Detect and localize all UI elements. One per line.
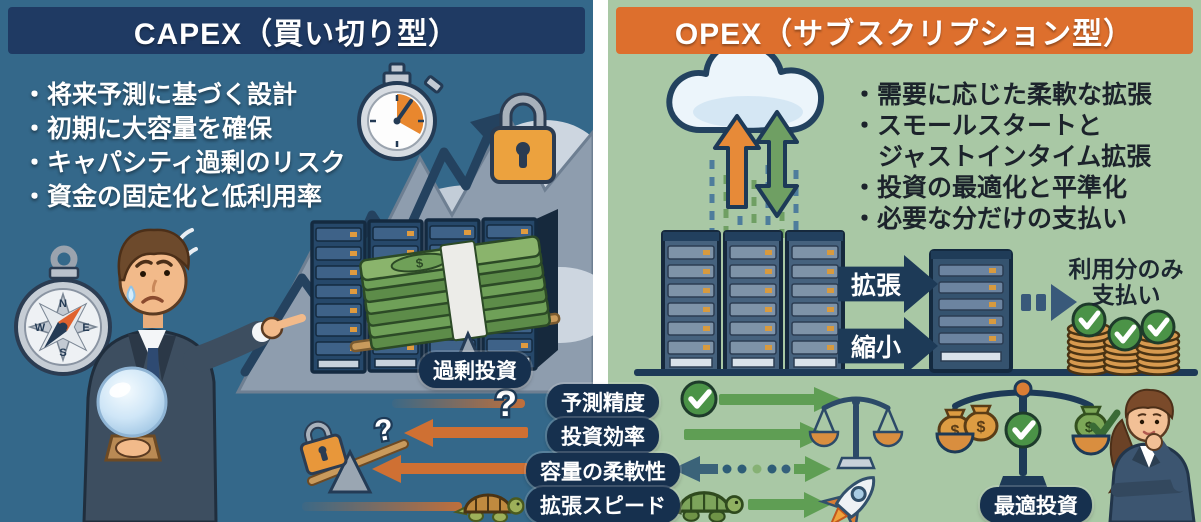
compass-n-label: N [59, 298, 67, 310]
compass-icon: N W S E [14, 245, 112, 376]
capex-illustration: $ N W S E [14, 62, 593, 522]
bullet-item-continuation: ジャストインタイム拡張 [878, 143, 1152, 171]
cloud-icon [666, 40, 825, 133]
opex-illustration [634, 40, 1198, 376]
compass-w-label: W [35, 322, 46, 334]
pay-per-use-label: 利用分のみ 支払い [1068, 256, 1184, 309]
dashed-arrow-icon [1021, 284, 1077, 321]
bullet-item: ・需要に応じた柔軟な拡張 [852, 81, 1153, 109]
up-arrow-icon [713, 114, 761, 209]
comparison-row-capacity-flexibility: 容量の柔軟性 [526, 453, 680, 489]
compass-s-label: S [59, 347, 66, 359]
dollar-sign: $ [415, 255, 425, 271]
comparison-row-investment-efficiency: 投資効率 [547, 418, 659, 454]
opex-panel: OPEX（サブスクリプション型） ・需要に応じた柔軟な拡張 ・スモールスタートと… [608, 0, 1201, 522]
server-icon [929, 249, 1013, 373]
capex-panel: CAPEX（買い切り型） ・将来予測に基づく設計 ・初期に大容量を確保 ・キャパ… [0, 0, 593, 522]
cash-stack-icon: $ [349, 235, 561, 384]
over-investment-badge: 過剰投資 [419, 352, 531, 388]
crystal-ball-icon [96, 366, 168, 462]
bullet-item: ・資金の固定化と低利用率 [22, 183, 323, 211]
comparison-row-expansion-speed: 拡張スピード [526, 487, 680, 522]
bullet-item: ・初期に大容量を確保 [22, 115, 273, 143]
bullet-item: ・将来予測に基づく設計 [22, 81, 298, 109]
server-racks-icon [661, 230, 845, 374]
lock-icon [490, 92, 556, 184]
bullet-item: ・投資の最適化と平準化 [852, 174, 1128, 202]
bullet-item: ・必要な分だけの支払い [852, 205, 1128, 233]
server-racks-icon [310, 209, 558, 374]
bullet-item: ・スモールスタートと [852, 112, 1103, 140]
optimal-investment-badge: 最適投資 [980, 487, 1092, 522]
capex-header: CAPEX（買い切り型） [8, 7, 585, 54]
compass-e-label: E [82, 322, 89, 334]
up-down-arrow-icon [755, 110, 799, 218]
opex-header: OPEX（サブスクリプション型） [616, 7, 1193, 54]
capex-bullet-list: ・将来予測に基づく設計 ・初期に大容量を確保 ・キャパシティ過剰のリスク ・資金… [22, 78, 346, 214]
coin-stacks-check-icon [1066, 304, 1181, 376]
opex-bullet-list: ・需要に応じた柔軟な拡張 ・スモールスタートと ジャストインタイム拡張 ・投資の… [852, 80, 1152, 235]
bullet-item: ・キャパシティ過剰のリスク [22, 149, 346, 177]
stopwatch-icon [357, 62, 444, 161]
ground-line [634, 369, 1198, 376]
comparison-row-forecast-accuracy: 予測精度 [547, 384, 659, 420]
